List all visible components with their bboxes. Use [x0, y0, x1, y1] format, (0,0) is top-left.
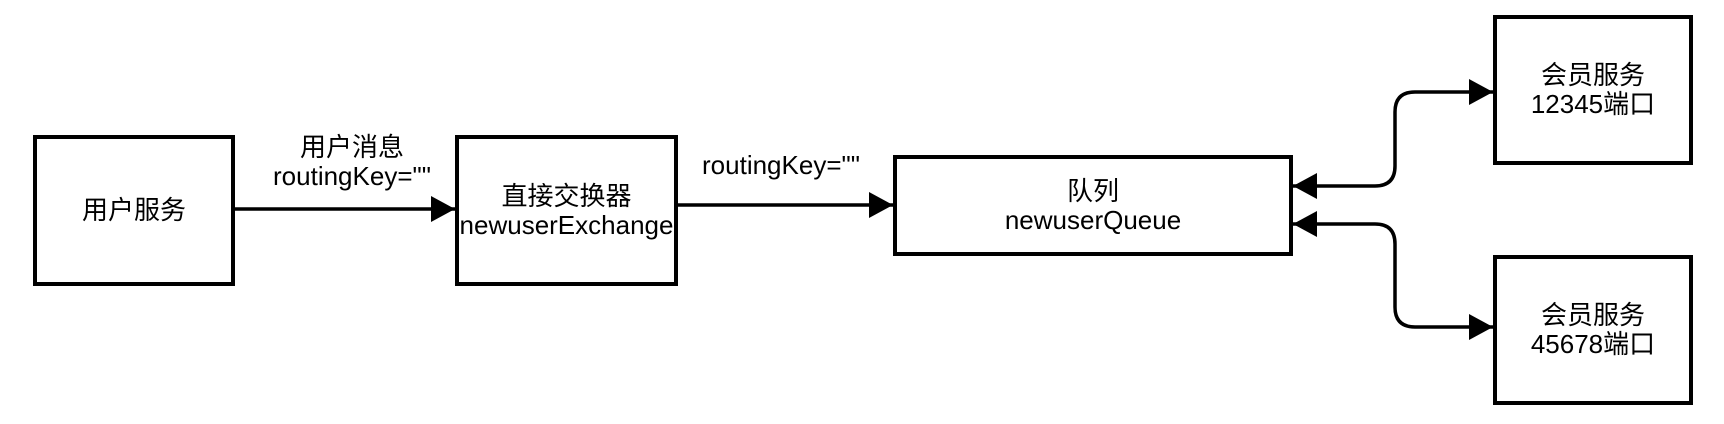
edge-label-routing-key-line1: routingKey="" — [702, 150, 860, 180]
edge-label-user-message-line2: routingKey="" — [273, 161, 431, 191]
node-queue: 队列 newuserQueue — [893, 155, 1293, 256]
node-member-service-1-port: 12345端口 — [1530, 89, 1656, 119]
node-member-service-2: 会员服务 45678端口 — [1493, 255, 1693, 405]
edge-label-user-message: 用户消息 routingKey="" — [192, 133, 512, 191]
node-queue-type: 队列 — [1066, 175, 1119, 206]
node-direct-exchange: 直接交换器 newuserExchange — [455, 135, 678, 286]
node-member-service-1-label: 会员服务 — [1540, 60, 1645, 90]
node-member-service-1: 会员服务 12345端口 — [1493, 15, 1693, 165]
node-user-service: 用户服务 — [33, 135, 235, 286]
node-member-service-2-port: 45678端口 — [1530, 329, 1656, 359]
edge-queue-member-service-2 — [1293, 211, 1493, 340]
edge-queue-member-service-1 — [1293, 79, 1493, 199]
node-user-service-label: 用户服务 — [81, 195, 186, 225]
edge-label-user-message-line1: 用户消息 — [299, 132, 404, 162]
node-direct-exchange-type: 直接交换器 — [501, 180, 632, 211]
node-direct-exchange-name: newuserExchange — [459, 209, 674, 240]
edge-label-routing-key: routingKey="" — [621, 151, 941, 180]
node-member-service-2-label: 会员服务 — [1540, 300, 1645, 330]
node-queue-name: newuserQueue — [1004, 204, 1182, 235]
